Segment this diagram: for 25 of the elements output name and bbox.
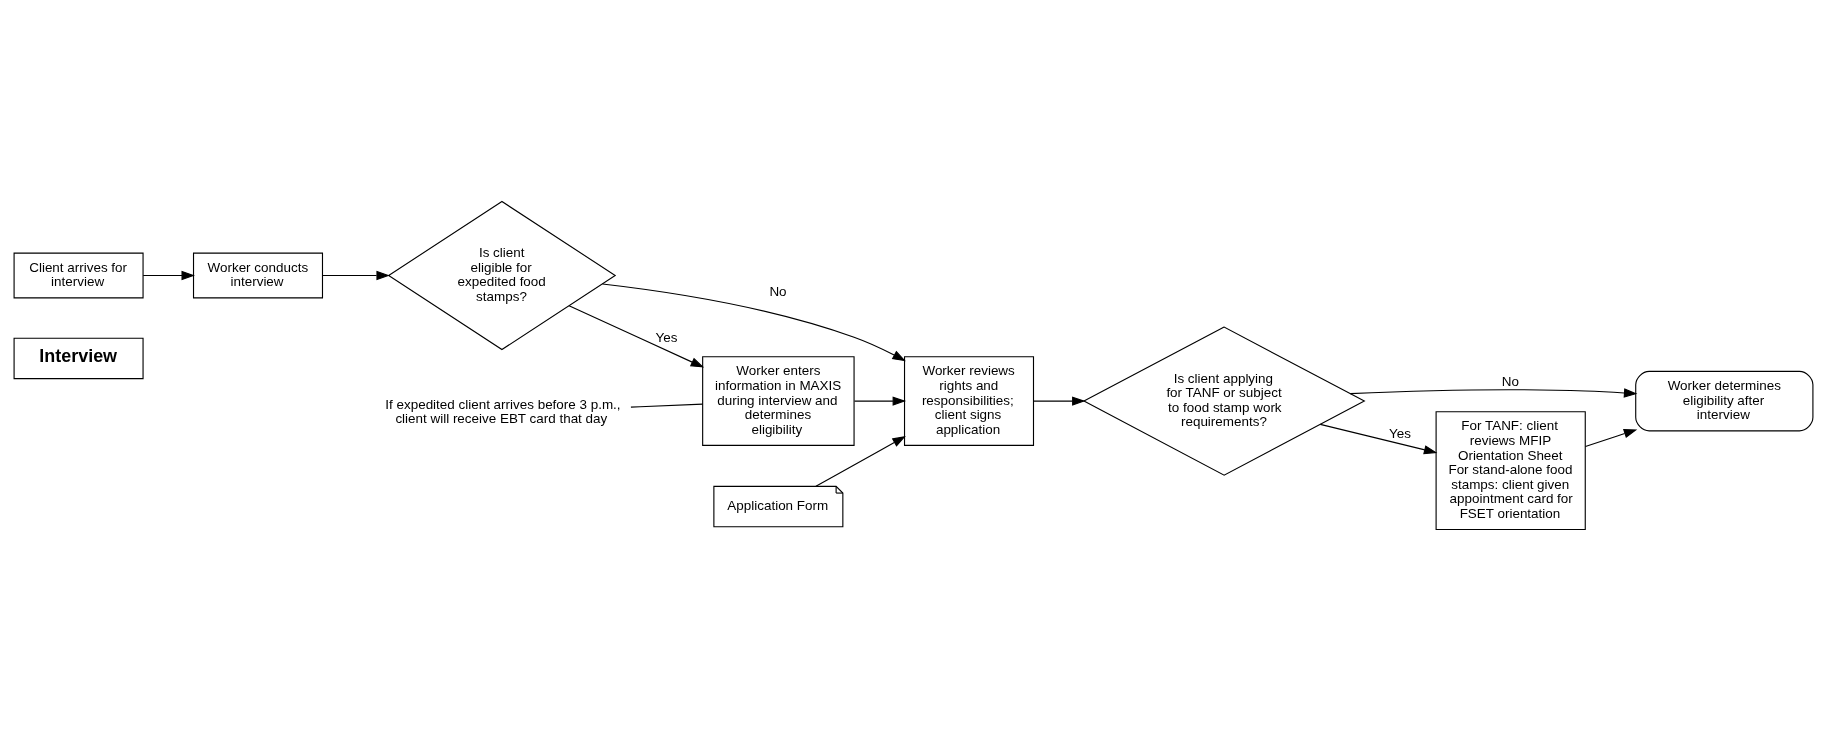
node-box: Worker enters information in MAXIS during interview and determines eligibility [702, 356, 855, 446]
node-box: Interview [13, 337, 144, 380]
arrow [853, 396, 907, 406]
edge-label: Yes [1389, 425, 1411, 441]
arrow [142, 270, 195, 281]
arrow [1033, 396, 1086, 406]
edge-label: No [769, 284, 787, 300]
node-text: If expedited client arrives before 3 p.m., client will receive EBT card that day [385, 396, 621, 427]
node-box: Worker conducts interview [192, 252, 324, 299]
edge-label: No [1501, 374, 1519, 390]
node-box: Worker determines eligibility after interview [1635, 370, 1814, 432]
arrow [602, 283, 906, 362]
node-box: Worker reviews rights and responsibilities; client signs application [903, 356, 1035, 446]
arrow [1319, 423, 1438, 455]
node-diamond: Is client eligible for expedited food stamps? [387, 200, 617, 351]
edge-label: Yes [655, 330, 678, 346]
connector [630, 403, 704, 408]
node-diamond: Is client applying for TANF or subject to food stamp work requirements? [1082, 326, 1366, 476]
node-box: Client arrives for interview [13, 252, 144, 299]
arrow [322, 270, 390, 281]
node-box: For TANF: client reviews MFIP Orientation Sheet For stand-alone food stamps: client given appointment card for FSET orientation [1435, 411, 1586, 531]
arrow [1349, 388, 1638, 398]
arrow [1584, 429, 1638, 447]
arrow [815, 436, 906, 487]
arrow [568, 305, 705, 368]
